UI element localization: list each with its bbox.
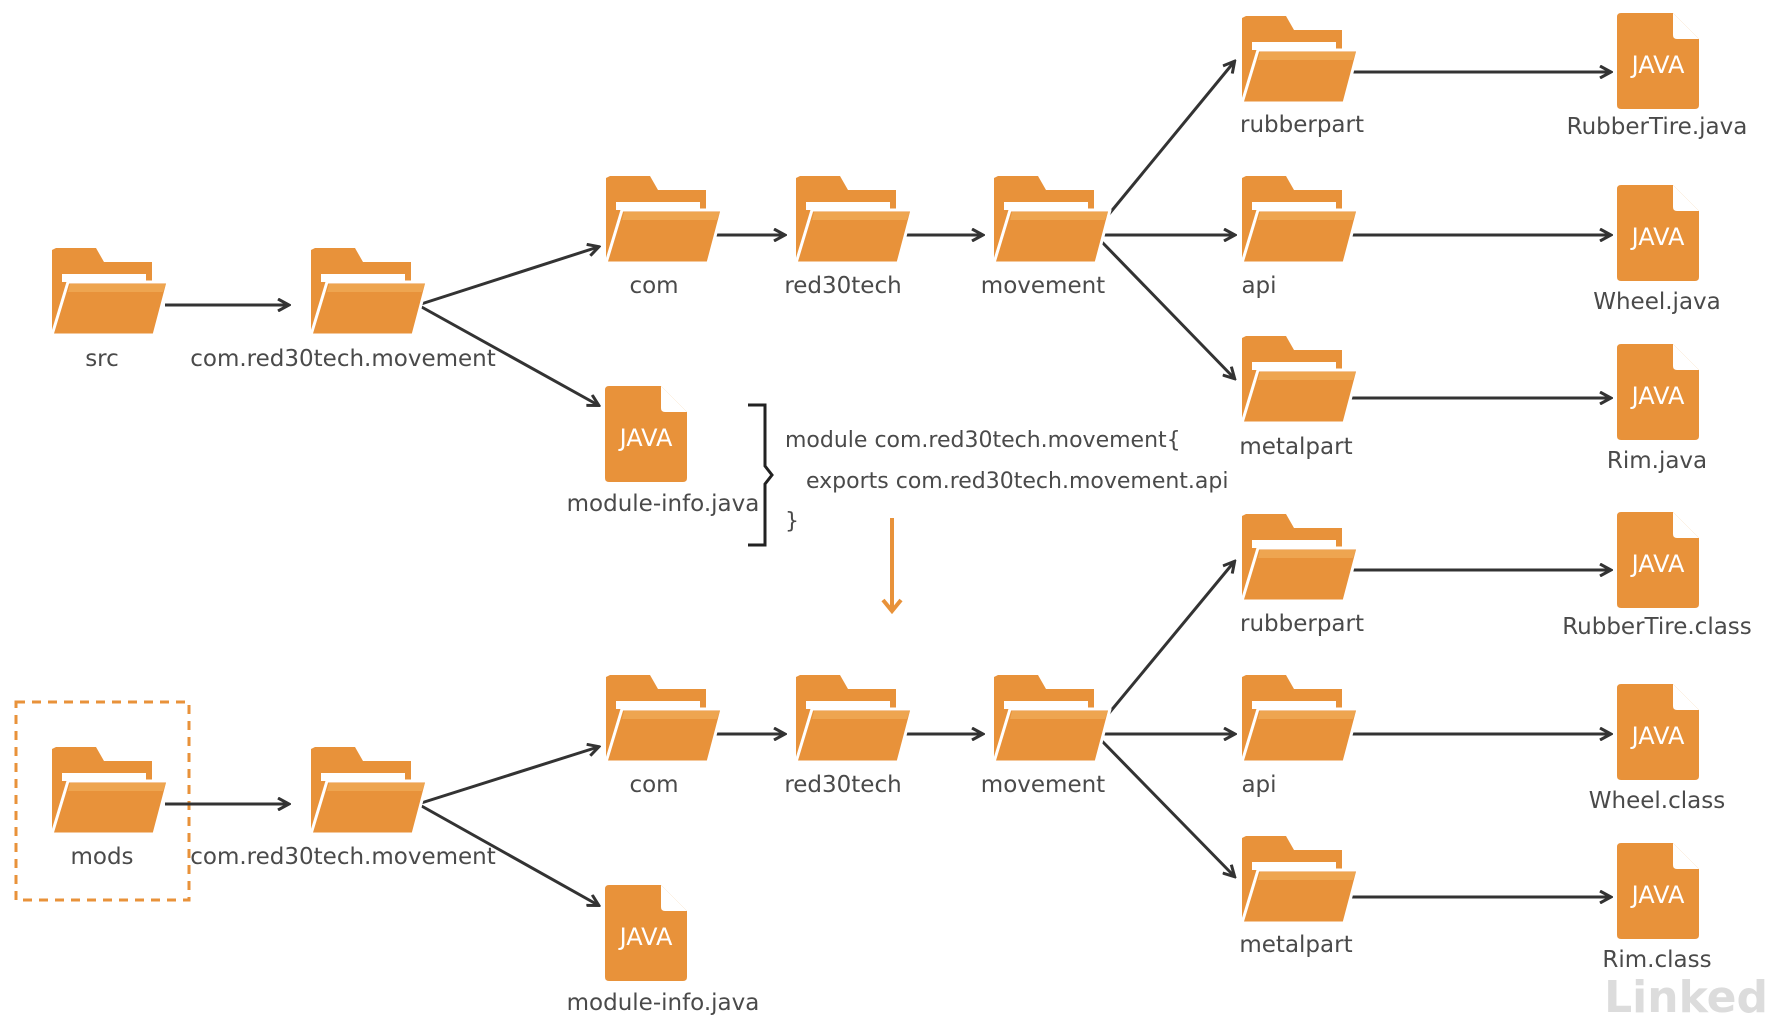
- folder-label-metalpart: metalpart: [1239, 932, 1352, 958]
- folder-label-movement: movement: [981, 273, 1105, 299]
- file-label-rim: Rim.class: [1602, 947, 1711, 973]
- folder-icon: [1240, 512, 1360, 603]
- folder-label-mods: mods: [70, 844, 133, 870]
- java-file-icon: JAVA: [1617, 13, 1699, 109]
- folder-label-api: api: [1241, 772, 1276, 798]
- top-arrows: [165, 62, 1610, 405]
- folder-label-com: com: [629, 273, 678, 299]
- folder-icon: [50, 246, 170, 337]
- folder-icon: [992, 673, 1112, 764]
- folder-label-movement: movement: [981, 772, 1105, 798]
- code-line-1: module com.red30tech.movement{: [785, 428, 1181, 453]
- folder-icon: [50, 745, 170, 836]
- folder-icon: [604, 673, 724, 764]
- watermark: Linked: [1604, 972, 1768, 1023]
- folder-icon: [309, 745, 429, 836]
- file-label-wheel: Wheel.class: [1589, 788, 1725, 814]
- top-tree: JAVA JAVA JAVA JAVA src com.red30tech.mo…: [50, 13, 1748, 517]
- folder-label-red30tech: red30tech: [784, 772, 901, 798]
- svg-text:JAVA: JAVA: [1630, 223, 1685, 251]
- java-file-icon: JAVA: [605, 885, 687, 981]
- code-line-3: }: [785, 509, 799, 534]
- arrow-movement-to-rubberpart: [1098, 62, 1234, 226]
- folder-label-com: com: [629, 772, 678, 798]
- folder-label-metalpart: metalpart: [1239, 434, 1352, 460]
- arrow-module-to-com: [417, 747, 598, 806]
- folder-label-rubberpart: rubberpart: [1240, 112, 1364, 138]
- folder-icon: [992, 174, 1112, 265]
- file-label-rubbertire: RubberTire.class: [1562, 614, 1752, 640]
- file-label-module-info: module-info.java: [567, 491, 760, 517]
- folder-icon: [1240, 834, 1360, 925]
- folder-label-rubberpart: rubberpart: [1240, 611, 1364, 637]
- folder-label-red30tech: red30tech: [784, 273, 901, 299]
- arrow-movement-to-metalpart: [1098, 737, 1234, 876]
- folder-icon: [1240, 673, 1360, 764]
- java-file-icon: JAVA: [1617, 843, 1699, 939]
- folder-label-module: com.red30tech.movement: [190, 844, 496, 870]
- arrow-module-to-moduleinfo: [417, 303, 598, 405]
- java-file-icon: JAVA: [1617, 344, 1699, 440]
- arrow-movement-to-metalpart: [1098, 238, 1234, 378]
- folder-icon: [794, 174, 914, 265]
- svg-text:JAVA: JAVA: [1630, 550, 1685, 578]
- java-file-icon: JAVA: [1617, 512, 1699, 608]
- arrow-movement-to-rubberpart: [1098, 562, 1234, 725]
- folder-label-module: com.red30tech.movement: [190, 346, 496, 372]
- code-line-2: exports com.red30tech.movement.api: [806, 469, 1228, 494]
- bottom-arrows: [165, 562, 1610, 905]
- file-label-rim: Rim.java: [1607, 448, 1707, 474]
- folder-label-api: api: [1241, 273, 1276, 299]
- folder-icon: [1240, 14, 1360, 105]
- module-declaration: module com.red30tech.movement{ exports c…: [748, 403, 1228, 610]
- folder-label-src: src: [85, 346, 119, 372]
- svg-text:JAVA: JAVA: [1630, 51, 1685, 79]
- arrow-module-to-moduleinfo: [417, 802, 598, 905]
- java-file-icon: JAVA: [1617, 684, 1699, 780]
- bottom-tree: JAVA JAVA JAVA JAVA mods com.red30tech.m…: [14, 512, 1752, 1016]
- file-label-module-info: module-info.java: [567, 990, 760, 1016]
- mods-highlight-box: [14, 700, 191, 902]
- arrow-module-to-com: [417, 247, 598, 307]
- folder-icon: [1240, 334, 1360, 425]
- file-label-wheel: Wheel.java: [1593, 289, 1721, 315]
- svg-text:JAVA: JAVA: [1630, 881, 1685, 909]
- folder-icon: [309, 246, 429, 337]
- svg-text:JAVA: JAVA: [618, 424, 673, 452]
- folder-icon: [1240, 174, 1360, 265]
- svg-text:JAVA: JAVA: [1630, 722, 1685, 750]
- file-label-rubbertire: RubberTire.java: [1567, 114, 1748, 140]
- folder-icon: [794, 673, 914, 764]
- brace: [748, 403, 774, 547]
- svg-text:JAVA: JAVA: [618, 923, 673, 951]
- java-file-icon: JAVA: [605, 386, 687, 482]
- java-file-icon: JAVA: [1617, 185, 1699, 281]
- folder-icon: [604, 174, 724, 265]
- svg-text:JAVA: JAVA: [1630, 382, 1685, 410]
